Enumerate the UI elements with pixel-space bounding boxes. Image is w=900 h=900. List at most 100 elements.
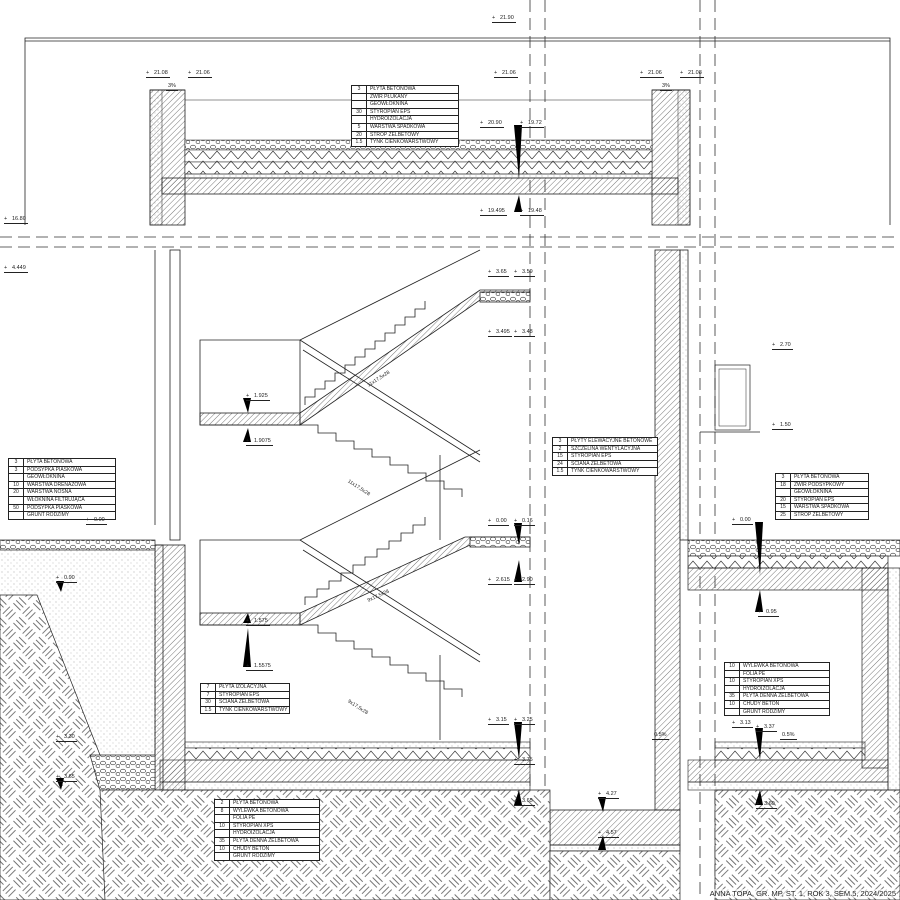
elevation-label: 20.90	[480, 120, 504, 128]
layer-material: GEOWŁÓKNINA	[794, 489, 832, 496]
layer-thickness: 50	[9, 504, 24, 512]
layer-row: FOLIA PE	[725, 670, 829, 679]
layer-row: HYDROIZOLACJA	[215, 830, 319, 838]
layer-thickness: 10	[725, 678, 740, 685]
layer-row: HYDROIZOLACJA	[352, 116, 458, 124]
elevation-label: 21.06	[188, 70, 212, 78]
layer-thickness: 3	[9, 466, 24, 474]
layer-row: HYDROIZOLACJA	[725, 685, 829, 694]
layer-material: PŁYTY ELEWACYJNE BETONOWE	[571, 438, 653, 444]
elevation-label: 21.08	[146, 70, 170, 78]
layer-thickness: 1.5	[352, 139, 367, 146]
layer-thickness	[215, 815, 230, 822]
layer-thickness: 10	[725, 663, 740, 670]
elevation-label: 1.575	[246, 618, 270, 626]
elevation-label: 1.925	[246, 393, 270, 401]
elevation-label: 19.48	[520, 208, 544, 216]
layer-row: GEOWŁÓKNINA	[9, 474, 115, 482]
layer-material: FOLIA PE	[743, 670, 766, 677]
layer-row: GEOWŁÓKNINA	[352, 101, 458, 109]
elevation-label: 0.00	[488, 518, 509, 526]
elevation-label: 3.59	[514, 269, 535, 277]
layer-material: PŁYTA BETONOWA	[27, 459, 73, 465]
elevation-label: 1.5575	[246, 663, 273, 671]
layer-material: STROP ŻELBETOWY	[370, 131, 420, 138]
layer-material: WYLEWKA BETONOWA	[233, 807, 289, 814]
layer-material: STYROPIAN EPS	[219, 691, 260, 698]
layer-thickness	[215, 853, 230, 860]
title-block: ANNA TOPA, GR. MP, ST. 1, ROK 3, SEM.5, …	[709, 889, 896, 898]
elevation-label: 3.495	[488, 329, 512, 337]
layer-material: CHUDY BETON	[743, 700, 780, 707]
layer-thickness	[352, 93, 367, 101]
elevation-label: 4.27	[598, 791, 619, 799]
elevation-label: 3.48	[514, 329, 535, 337]
layer-material: GRUNT RODZIMY	[743, 708, 786, 715]
layer-thickness: 3	[776, 474, 791, 481]
layer-thickness: 24	[553, 460, 568, 468]
layer-material: GEOWŁÓKNINA	[27, 474, 65, 481]
elevation-label: 19.495	[480, 208, 507, 216]
elevation-label: 0.00	[86, 517, 107, 525]
layer-thickness: 3	[9, 459, 24, 466]
layer-material: STYROPIAN EPS	[370, 108, 411, 115]
layer-material: STYROPIAN XPS	[743, 678, 784, 685]
layer-material: PŁYTA DENNA ŻELBETOWA	[743, 693, 809, 700]
layer-material: TYNK CIENKOWARSTWOWY	[219, 706, 288, 713]
layer-thickness	[352, 116, 367, 123]
layer-material: WARSTWA SPADKOWA	[794, 504, 850, 511]
layer-material: SZCZELINA WENTYLACYJNA	[571, 445, 641, 452]
layer-material: STYROPIAN XPS	[233, 822, 274, 829]
layer-material: FOLIA PE	[233, 815, 256, 822]
layer-thickness: 7	[201, 691, 216, 699]
walls	[154, 249, 689, 852]
elevation-label: 3.65	[514, 798, 535, 806]
layer-thickness: 1.5	[201, 706, 216, 714]
elevation-label: 2.615	[488, 577, 512, 585]
layer-thickness	[9, 512, 24, 519]
elevation-label: 16.80	[4, 216, 28, 224]
slope-label: 3%	[660, 83, 672, 91]
layer-thickness: 18	[776, 481, 791, 489]
elevation-label: 0.00	[732, 517, 753, 525]
elevation-label: 3.37	[756, 724, 777, 732]
layer-material: GEOWŁÓKNINA	[370, 101, 408, 108]
layer-thickness: 35	[725, 693, 740, 700]
elevation-label: 21.90	[492, 15, 516, 23]
layer-thickness	[725, 685, 740, 693]
slope-label: 0.5%	[652, 732, 669, 740]
layer-material: TYNK CIENKOWARSTWOWY	[571, 468, 640, 475]
elevation-label: 3.60	[756, 801, 777, 809]
layer-row: GRUNT RODZIMY	[9, 512, 115, 519]
layer-material: HYDROIZOLACJA	[233, 830, 275, 837]
roof-outline	[24, 37, 891, 225]
layer-material: PODSYPKA PIASKOWA	[27, 466, 83, 473]
layer-thickness	[352, 101, 367, 108]
basement-floor	[159, 741, 889, 791]
layer-material: WYLEWKA BETONOWA	[743, 663, 799, 669]
layer-row: WŁÓKNINA FILTRUJĄCA	[9, 496, 115, 505]
